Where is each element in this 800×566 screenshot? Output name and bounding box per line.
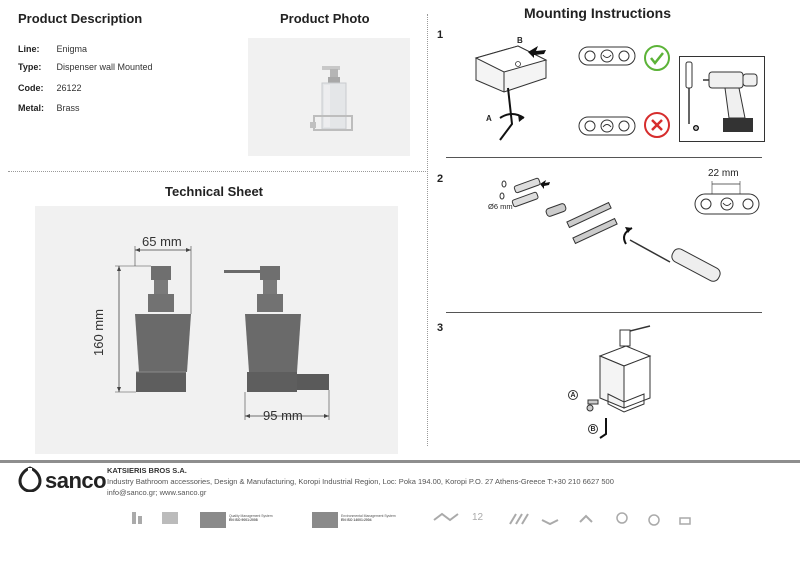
- dim-depth-label: 95 mm: [263, 408, 303, 423]
- step1-label-a: A: [486, 114, 492, 123]
- cert-quality-line1: Quality Management System: [229, 514, 273, 518]
- sanco-logo: sanco: [45, 468, 107, 493]
- spec-row-type: Type: Dispenser wall Mounted: [18, 62, 153, 72]
- mounting-instructions-title: Mounting Instructions: [524, 5, 671, 21]
- spec-key: Type:: [18, 62, 42, 72]
- feature-icons-strip: 12: [433, 512, 691, 526]
- spec-key: Metal:: [18, 103, 45, 113]
- feature-icon: [648, 514, 660, 526]
- dispenser-photo-image: [310, 66, 353, 131]
- dim-width-label: 65 mm: [142, 234, 182, 249]
- step2-spacing-plate: [694, 181, 760, 215]
- step-number-1: 1: [437, 29, 444, 41]
- cross-icon: [644, 112, 670, 138]
- feature-icon: [679, 517, 691, 525]
- step3-label-b: B: [588, 424, 598, 434]
- product-photo: [248, 38, 410, 156]
- step-number-2: 2: [437, 173, 444, 185]
- feature-icon: [433, 512, 459, 522]
- step2-screws-illustration: [499, 177, 721, 282]
- product-photo-title: Product Photo: [280, 11, 370, 26]
- spec-row-code: Code: 26122: [18, 83, 82, 93]
- wall-plate-wrong: [578, 116, 636, 136]
- cert-environment-line2: EN ISO 14001:2004: [341, 518, 372, 522]
- spec-row-metal: Metal: Brass: [18, 103, 80, 113]
- dim-height-label: 160 mm: [91, 309, 106, 356]
- cert-quality-line2: EN ISO 9001:2008: [229, 518, 258, 522]
- tools-box: [679, 56, 765, 142]
- check-icon: [644, 45, 670, 71]
- technical-sheet-title: Technical Sheet: [165, 184, 264, 199]
- company-name: KATSIERIS BROS S.A.: [107, 466, 187, 475]
- spec-key: Code:: [18, 83, 44, 93]
- spec-row-line: Line: Enigma: [18, 44, 87, 54]
- spec-value: Dispenser wall Mounted: [56, 62, 153, 72]
- company-contact: info@sanco.gr; www.sanco.gr: [107, 488, 207, 497]
- step-separator: [446, 312, 762, 313]
- feature-icon: [579, 514, 593, 523]
- step2-drill-size: Ø6 mm: [488, 202, 513, 211]
- feature-icon: [541, 519, 559, 526]
- technical-drawing: 65 mm 160 mm 95 mm: [35, 206, 398, 454]
- cert-hotels-icon: [132, 512, 178, 524]
- company-address: Industry Bathroom accessories, Design & …: [107, 477, 614, 486]
- step2-spacing-label: 22 mm: [708, 168, 739, 179]
- spec-value: Brass: [56, 103, 80, 113]
- step3-assembly-illustration: [586, 325, 652, 439]
- cert-environment-text: Environmental Management System EN ISO 1…: [341, 514, 396, 522]
- spec-key: Line:: [18, 44, 40, 54]
- feature-icon: [616, 512, 628, 524]
- step-number-3: 3: [437, 322, 444, 334]
- warranty-icon: 12: [472, 512, 484, 523]
- eu-flag-icon: [312, 512, 338, 528]
- cert-quality-text: Quality Management System EN ISO 9001:20…: [229, 514, 273, 522]
- product-description-title: Product Description: [18, 11, 143, 26]
- spec-value: Enigma: [56, 44, 88, 54]
- cert-environment-line1: Environmental Management System: [341, 514, 396, 518]
- column-divider: [427, 14, 428, 446]
- footer-divider: [0, 460, 800, 463]
- spec-value: 26122: [56, 83, 82, 93]
- feature-icon: [509, 513, 529, 525]
- wall-plate-correct: [578, 46, 636, 66]
- section-divider: [8, 171, 426, 172]
- step-separator: [446, 157, 762, 158]
- step1-label-b: B: [517, 36, 523, 45]
- eu-flag-icon: [200, 512, 226, 528]
- sanco-drop-icon: [18, 466, 42, 492]
- step3-label-a: A: [568, 390, 578, 400]
- step1-bracket-illustration: [474, 45, 548, 141]
- technical-drawing-svg: [115, 246, 330, 420]
